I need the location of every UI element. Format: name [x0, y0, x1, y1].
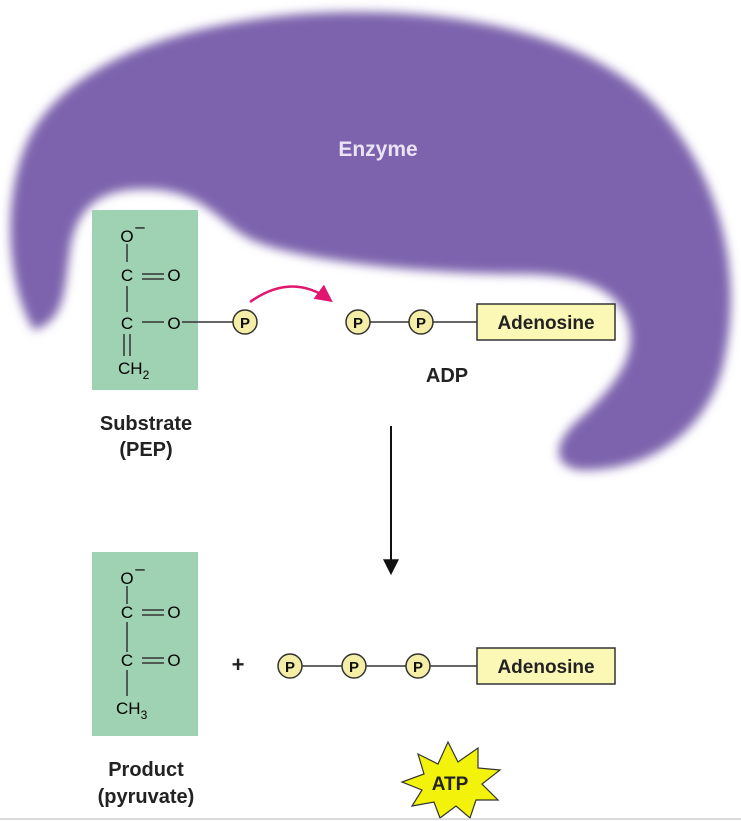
adp-label: ADP [426, 365, 468, 387]
svg-text:P: P [240, 315, 250, 332]
atp-burst-icon [400, 740, 502, 820]
substrate-carbon-2: C [121, 314, 133, 333]
atp-label: ATP [432, 774, 469, 795]
substrate-caption-line2: (PEP) [119, 439, 172, 461]
atp-molecule: P P P Adenosine [277, 647, 616, 685]
substrate-o-minus: O [120, 227, 133, 246]
product-carbon-2: C [121, 651, 133, 670]
adp-phosphate-1: P [345, 309, 371, 335]
product-carbon-1: C [121, 603, 133, 622]
svg-text:P: P [349, 659, 359, 676]
product-box [92, 552, 198, 736]
svg-text:P: P [285, 659, 295, 676]
phosphate-transfer-arrow [249, 284, 333, 304]
atp-adenosine-label: Adenosine [497, 657, 594, 678]
substrate-caption-line1: Substrate [100, 413, 192, 435]
product-methyl: CH3 [116, 699, 148, 722]
substrate-molecule: O – C O C O CH2 [92, 210, 234, 390]
atp-adenosine-box [476, 647, 616, 685]
product-o-minus: O [120, 569, 133, 588]
atp-phosphate-2: P [341, 653, 367, 679]
enzyme-label: Enzyme [338, 138, 417, 161]
svg-text:P: P [413, 659, 423, 676]
substrate-box [92, 210, 198, 390]
atp-phosphate-1: P [277, 653, 303, 679]
substrate-oxygen-2: O [167, 314, 180, 333]
product-oxygen-1: O [167, 603, 180, 622]
substrate-phosphate: P [232, 309, 258, 335]
product-caption-line2: (pyruvate) [98, 786, 195, 808]
atp-phosphate-3: P [405, 653, 431, 679]
product-minus-sign: – [135, 559, 145, 578]
product-molecule: O – C O C O CH3 [92, 552, 198, 736]
enzyme-shape [10, 11, 731, 471]
plus-sign: + [232, 652, 245, 677]
substrate-minus-sign: – [135, 217, 145, 236]
adp-adenosine-box [476, 303, 616, 341]
svg-text:P: P [416, 315, 426, 332]
product-caption-line1: Product [108, 759, 184, 781]
substrate-oxygen-1: O [167, 266, 180, 285]
adp-phosphate-2: P [408, 309, 434, 335]
svg-text:P: P [353, 315, 363, 332]
adp-adenosine-label: Adenosine [497, 313, 594, 334]
product-oxygen-2: O [167, 651, 180, 670]
substrate-methylene: CH2 [118, 359, 150, 382]
adp-molecule: P P Adenosine [345, 303, 616, 341]
substrate-carbon-1: C [121, 266, 133, 285]
